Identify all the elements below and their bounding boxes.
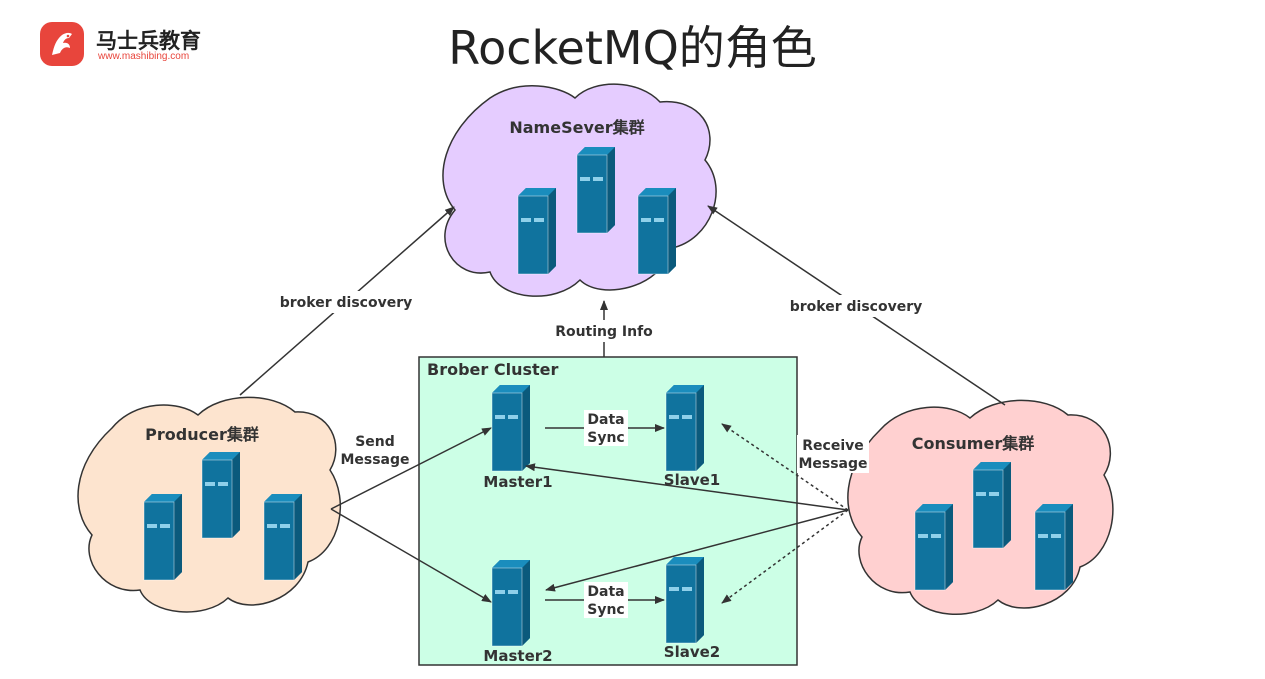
receive-message-label-line2: Message <box>798 456 867 472</box>
producer-cloud-label: Producer集群 <box>145 425 259 444</box>
data-sync-2-bg <box>584 582 628 618</box>
broker-discovery-left-bg <box>280 291 413 313</box>
producer-server-3 <box>263 493 303 581</box>
slave1-label: Slave1 <box>664 471 720 489</box>
consumer-server-2 <box>914 503 954 591</box>
data-sync-2-label-line2: Sync <box>587 602 624 618</box>
nameserver-server-1 <box>576 146 616 234</box>
broker-cluster-box <box>418 356 798 666</box>
page-title: RocketMQ的角色 <box>448 21 817 75</box>
send-to-master2-arrow <box>330 508 492 603</box>
master2-server <box>491 559 531 647</box>
send-message-label-line2: Message <box>340 452 409 468</box>
routing-info-bg <box>552 320 656 342</box>
brand-logo: 马士兵教育 www.mashibing.com <box>40 22 220 66</box>
data-sync-1-label-line2: Sync <box>587 430 624 446</box>
data-sync-1-bg <box>584 410 628 446</box>
broker-discovery-right-label: broker discovery <box>790 299 922 315</box>
broker-cluster-title: Brober Cluster <box>427 360 558 379</box>
receive-message-label-line1: Receive <box>802 438 864 454</box>
routing-info-label: Routing Info <box>555 324 653 340</box>
logo-url: www.mashibing.com <box>98 51 190 62</box>
producer-server-1 <box>201 451 241 539</box>
consumer-to-master1-arrow <box>525 463 849 511</box>
slave2-label: Slave2 <box>664 643 720 661</box>
consumer-to-slave1-arrow <box>721 423 849 511</box>
broker-discovery-right-bg <box>789 295 923 317</box>
master1-label: Master1 <box>483 473 552 491</box>
data-sync-1-label-line1: Data <box>587 412 624 428</box>
producer-server-2 <box>143 493 183 581</box>
consumer-cloud-label: Consumer集群 <box>912 434 1034 453</box>
send-to-master1-arrow <box>330 427 492 510</box>
send-message-label-line1: Send <box>355 434 395 450</box>
logo-name: 马士兵教育 <box>96 29 201 53</box>
broker-discovery-left-label: broker discovery <box>280 295 412 311</box>
consumer-to-master2-arrow <box>545 509 849 592</box>
nameserver-cloud-label: NameSever集群 <box>509 118 644 137</box>
master2-label: Master2 <box>483 647 552 665</box>
slave2-server <box>665 556 705 644</box>
nameserver-server-3 <box>637 187 677 275</box>
slave1-server <box>665 384 705 472</box>
horse-logo-icon <box>40 22 84 66</box>
data-sync-2-label-line1: Data <box>587 584 624 600</box>
consumer-to-slave2-arrow <box>721 509 849 604</box>
receive-message-bg <box>797 435 869 473</box>
consumer-server-1 <box>972 461 1012 549</box>
nameserver-server-2 <box>517 187 557 275</box>
master1-server <box>491 384 531 472</box>
consumer-server-3 <box>1034 503 1074 591</box>
